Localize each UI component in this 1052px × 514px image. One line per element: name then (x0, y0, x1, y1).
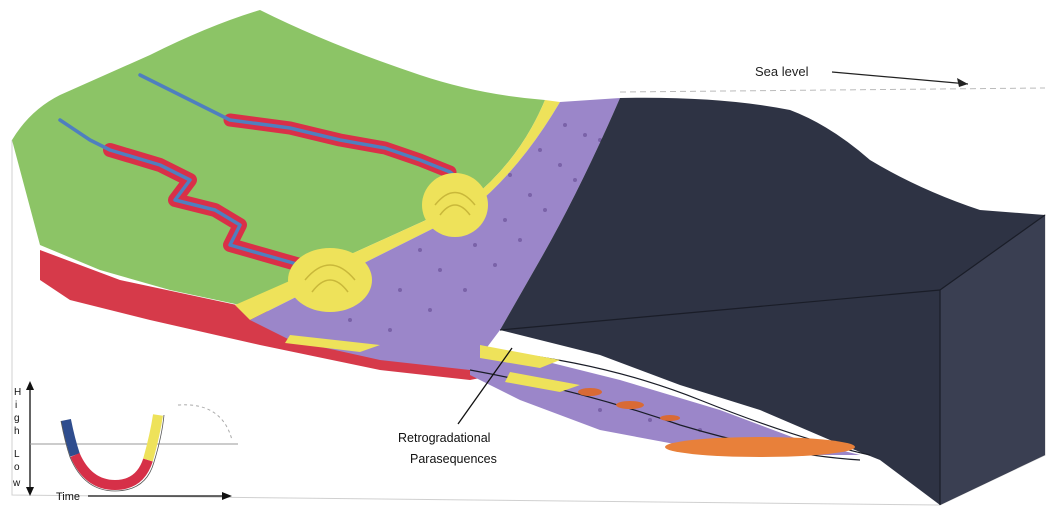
inset-dashed-arc (178, 405, 232, 440)
sea-level-curve-inset: H i g h L o w Time (12, 381, 238, 503)
inset-high-label-g: g (14, 413, 20, 424)
inset-axis-arrow-down (26, 487, 34, 496)
basin-floor-fan (665, 437, 855, 457)
inset-time-arrowhead (222, 492, 232, 500)
retro-label-line1: Retrogradational (398, 431, 490, 445)
inset-high-label: H (14, 387, 21, 398)
inset-time-label: Time (56, 491, 80, 503)
retro-label-line2: Parasequences (410, 452, 497, 466)
inset-low-label-w: w (12, 478, 21, 489)
inset-low-label-o: o (14, 462, 20, 473)
sea-level-label: Sea level (755, 64, 809, 79)
sea-level-arrowhead (957, 78, 968, 87)
inset-axis-arrow-up (26, 381, 34, 390)
inset-low-label-L: L (14, 449, 20, 460)
sea-level-dashed-line (620, 88, 1045, 92)
inset-high-label-i: i (15, 400, 17, 411)
sea-level-arrow (832, 72, 968, 84)
inset-high-label-h: h (14, 426, 20, 437)
